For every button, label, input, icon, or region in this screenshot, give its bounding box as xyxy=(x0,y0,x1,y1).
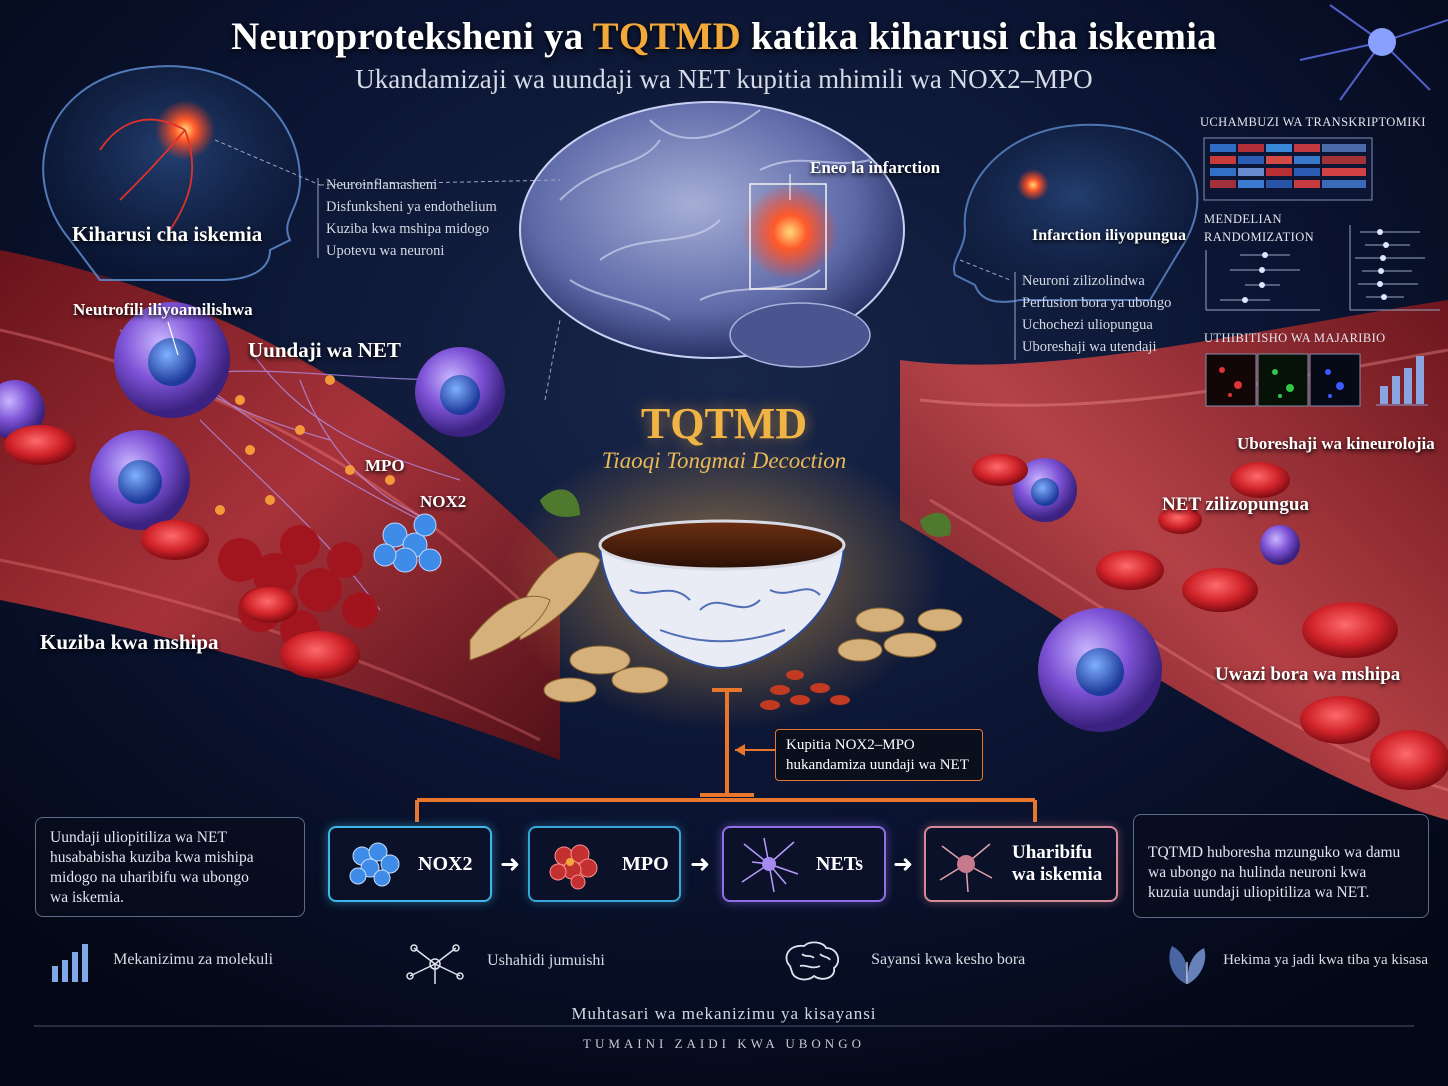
flow-step-mpo: MPO xyxy=(528,826,681,902)
flow-step-text: Uharibifu wa iskemia xyxy=(1012,842,1102,886)
pathology-list: Neuroinflamasheni Disfunksheni ya endoth… xyxy=(326,174,497,262)
footer-tagline: Muhtasari wa mekanizimu ya kisayansi xyxy=(571,1004,877,1023)
occlusion-label: Kuziba kwa mshipa xyxy=(40,630,219,654)
flow-step-label: MPO xyxy=(622,852,669,875)
vessel-patency-label: Uwazi bora wa mshipa xyxy=(1215,664,1401,685)
footer-item-label: Ushahidi jumuishi xyxy=(487,951,605,969)
title-part-2: katika kiharusi cha iskemia xyxy=(741,15,1217,58)
nox2-label: NOX2 xyxy=(420,492,467,511)
right-summary-box: TQTMD huboresha mzunguko wa damu wa ubon… xyxy=(1133,814,1429,918)
flow-step-label: NETs xyxy=(816,852,864,875)
outcome-item: Uboreshaji wa utendaji xyxy=(1022,339,1157,355)
drug-full-name: Tiaoqi Tongmai Decoction xyxy=(601,448,847,473)
title-part-1: Neuroprotekshe­ni ya xyxy=(231,15,593,58)
drug-name: TQTMD xyxy=(640,399,808,448)
validation-heading: UTHIBITISHO WA MAJARIBIO xyxy=(1204,331,1386,345)
pathology-item: Kuziba kwa mshipa midogo xyxy=(326,221,490,237)
mpo-label: MPO xyxy=(365,456,405,475)
flow-step-label: wa iskemia xyxy=(1012,864,1103,885)
left-summary-box: Uundaji uliopitiliza wa NET husababisha … xyxy=(35,817,305,917)
nox2-icon xyxy=(349,842,400,887)
outcome-item: Perfusion bora ya ubongo xyxy=(1022,295,1172,311)
summary-line: wa iskemia. xyxy=(50,889,125,906)
pathology-item: Upotevu wa neuroni xyxy=(326,243,445,259)
footer-item-label: Sayansi kwa kesho bora xyxy=(871,950,1026,968)
flow-arrow-icon: ➜ xyxy=(690,850,711,878)
summary-line: TQTMD huboresha mzunguko wa damu xyxy=(1148,844,1401,861)
flow-step-nets: NETs xyxy=(722,826,886,902)
footer-item-molecular: Mekanizimu za molekuli xyxy=(48,942,273,984)
stroke-label: Kiharusi cha iskemia xyxy=(72,222,263,246)
flow-arrow-icon: ➜ xyxy=(500,850,521,878)
reduced-infarct-label: Infarction iliyopungua xyxy=(1032,227,1186,244)
callout-line: hukandamiza uundaji wa NET xyxy=(786,757,969,773)
leaf-icon xyxy=(1169,946,1206,984)
pathology-item: Disfunksheni ya endothelium xyxy=(326,199,497,215)
flow-step-nox2: NOX2 xyxy=(328,826,492,902)
footer-item-label: Hekima ya jadi kwa tiba ya kisasa xyxy=(1223,951,1429,968)
flow-step-damage: Uharibifu wa iskemia xyxy=(924,826,1118,902)
footer-motto: TUMAINI ZAIDI KWA UBONGO xyxy=(583,1036,865,1051)
infarct-zone-label: Eneo la infarction xyxy=(810,158,941,177)
brain-icon xyxy=(785,941,840,981)
mr-heading-line1: MENDELIAN xyxy=(1204,212,1282,226)
mpo-icon xyxy=(549,844,598,890)
nets-icon xyxy=(741,837,799,893)
outcome-item: Neuroni zilizolindwa xyxy=(1022,273,1145,289)
page-title: Neuroprotekshe­ni ya TQTMD katika kiharu… xyxy=(0,14,1448,59)
bar-chart-icon xyxy=(52,944,88,982)
footer-item-tradition: Hekima ya jadi kwa tiba ya kisasa xyxy=(1164,942,1428,988)
network-icon xyxy=(406,944,464,984)
mechanism-callout: Kupitia NOX2–MPO hukandamiza uundaji wa … xyxy=(775,729,983,781)
summary-line: midogo na uharibifu wa ubongo xyxy=(50,869,249,886)
callout-line: Kupitia NOX2–MPO xyxy=(786,737,915,753)
net-formation-label: Uundaji wa NET xyxy=(248,338,401,362)
summary-line: Uundaji uliopitiliza wa NET xyxy=(50,829,227,846)
flow-step-label: NOX2 xyxy=(418,852,473,875)
flow-step-label: Uharibifu xyxy=(1012,842,1093,863)
summary-line: wa ubongo na hulinda neuroni kwa xyxy=(1148,864,1367,881)
mr-heading-line2: RANDOMIZATION xyxy=(1204,230,1315,244)
neuro-improvement-label: Uboreshaji wa kineurolojia xyxy=(1237,434,1435,453)
flow-arrow-icon: ➜ xyxy=(893,850,914,878)
neutrophil-label: Neutrofili iliyoamilishwa xyxy=(73,300,253,319)
title-highlight: TQTMD xyxy=(592,15,742,58)
summary-line: kuzuia uundaji uliopitiliza wa NET. xyxy=(1148,884,1370,901)
damaged-neuron-icon xyxy=(939,843,993,893)
footer-item-science: Sayansi kwa kesho bora xyxy=(780,940,1025,986)
transcriptomic-heading: UCHAMBUZI WA TRANSKRIPTOMIKI xyxy=(1200,115,1426,129)
reduced-net-label: NET zilizopungua xyxy=(1162,494,1309,515)
outcomes-list: Neuroni zilizolindwa Perfusion bora ya u… xyxy=(1022,270,1171,358)
footer-item-evidence: Ushahidi jumuishi xyxy=(404,942,605,986)
footer-item-label: Mekanizimu za molekuli xyxy=(113,950,274,968)
outcome-item: Uchochezi uliopungua xyxy=(1022,317,1153,333)
summary-line: husababisha kuziba kwa mishipa xyxy=(50,849,254,866)
page-subtitle: Ukandamizaji wa uundaji wa NET kupitia m… xyxy=(355,64,1093,94)
pathology-item: Neuroinflamasheni xyxy=(326,177,438,193)
